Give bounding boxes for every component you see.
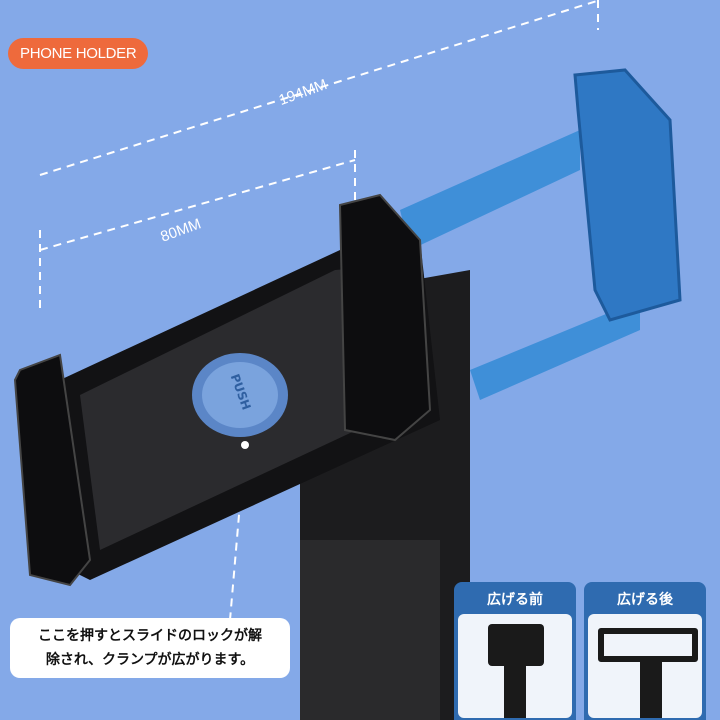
after-image [588, 614, 702, 718]
before-panel: 広げる前 [454, 582, 576, 720]
after-label: 広げる後 [617, 592, 673, 608]
after-panel: 広げる後 [584, 582, 706, 720]
callout-box: ここを押すとスライドのロックが解 除され、クランプが広がります。 [10, 618, 290, 678]
phone-holder-badge: PHONE HOLDER [8, 38, 149, 69]
callout-line-2: 除され、クランプが広がります。 [45, 652, 255, 668]
before-label: 広げる前 [487, 592, 543, 608]
before-image [458, 614, 572, 718]
callout-line-1: ここを押すとスライドのロックが解 [38, 628, 262, 644]
